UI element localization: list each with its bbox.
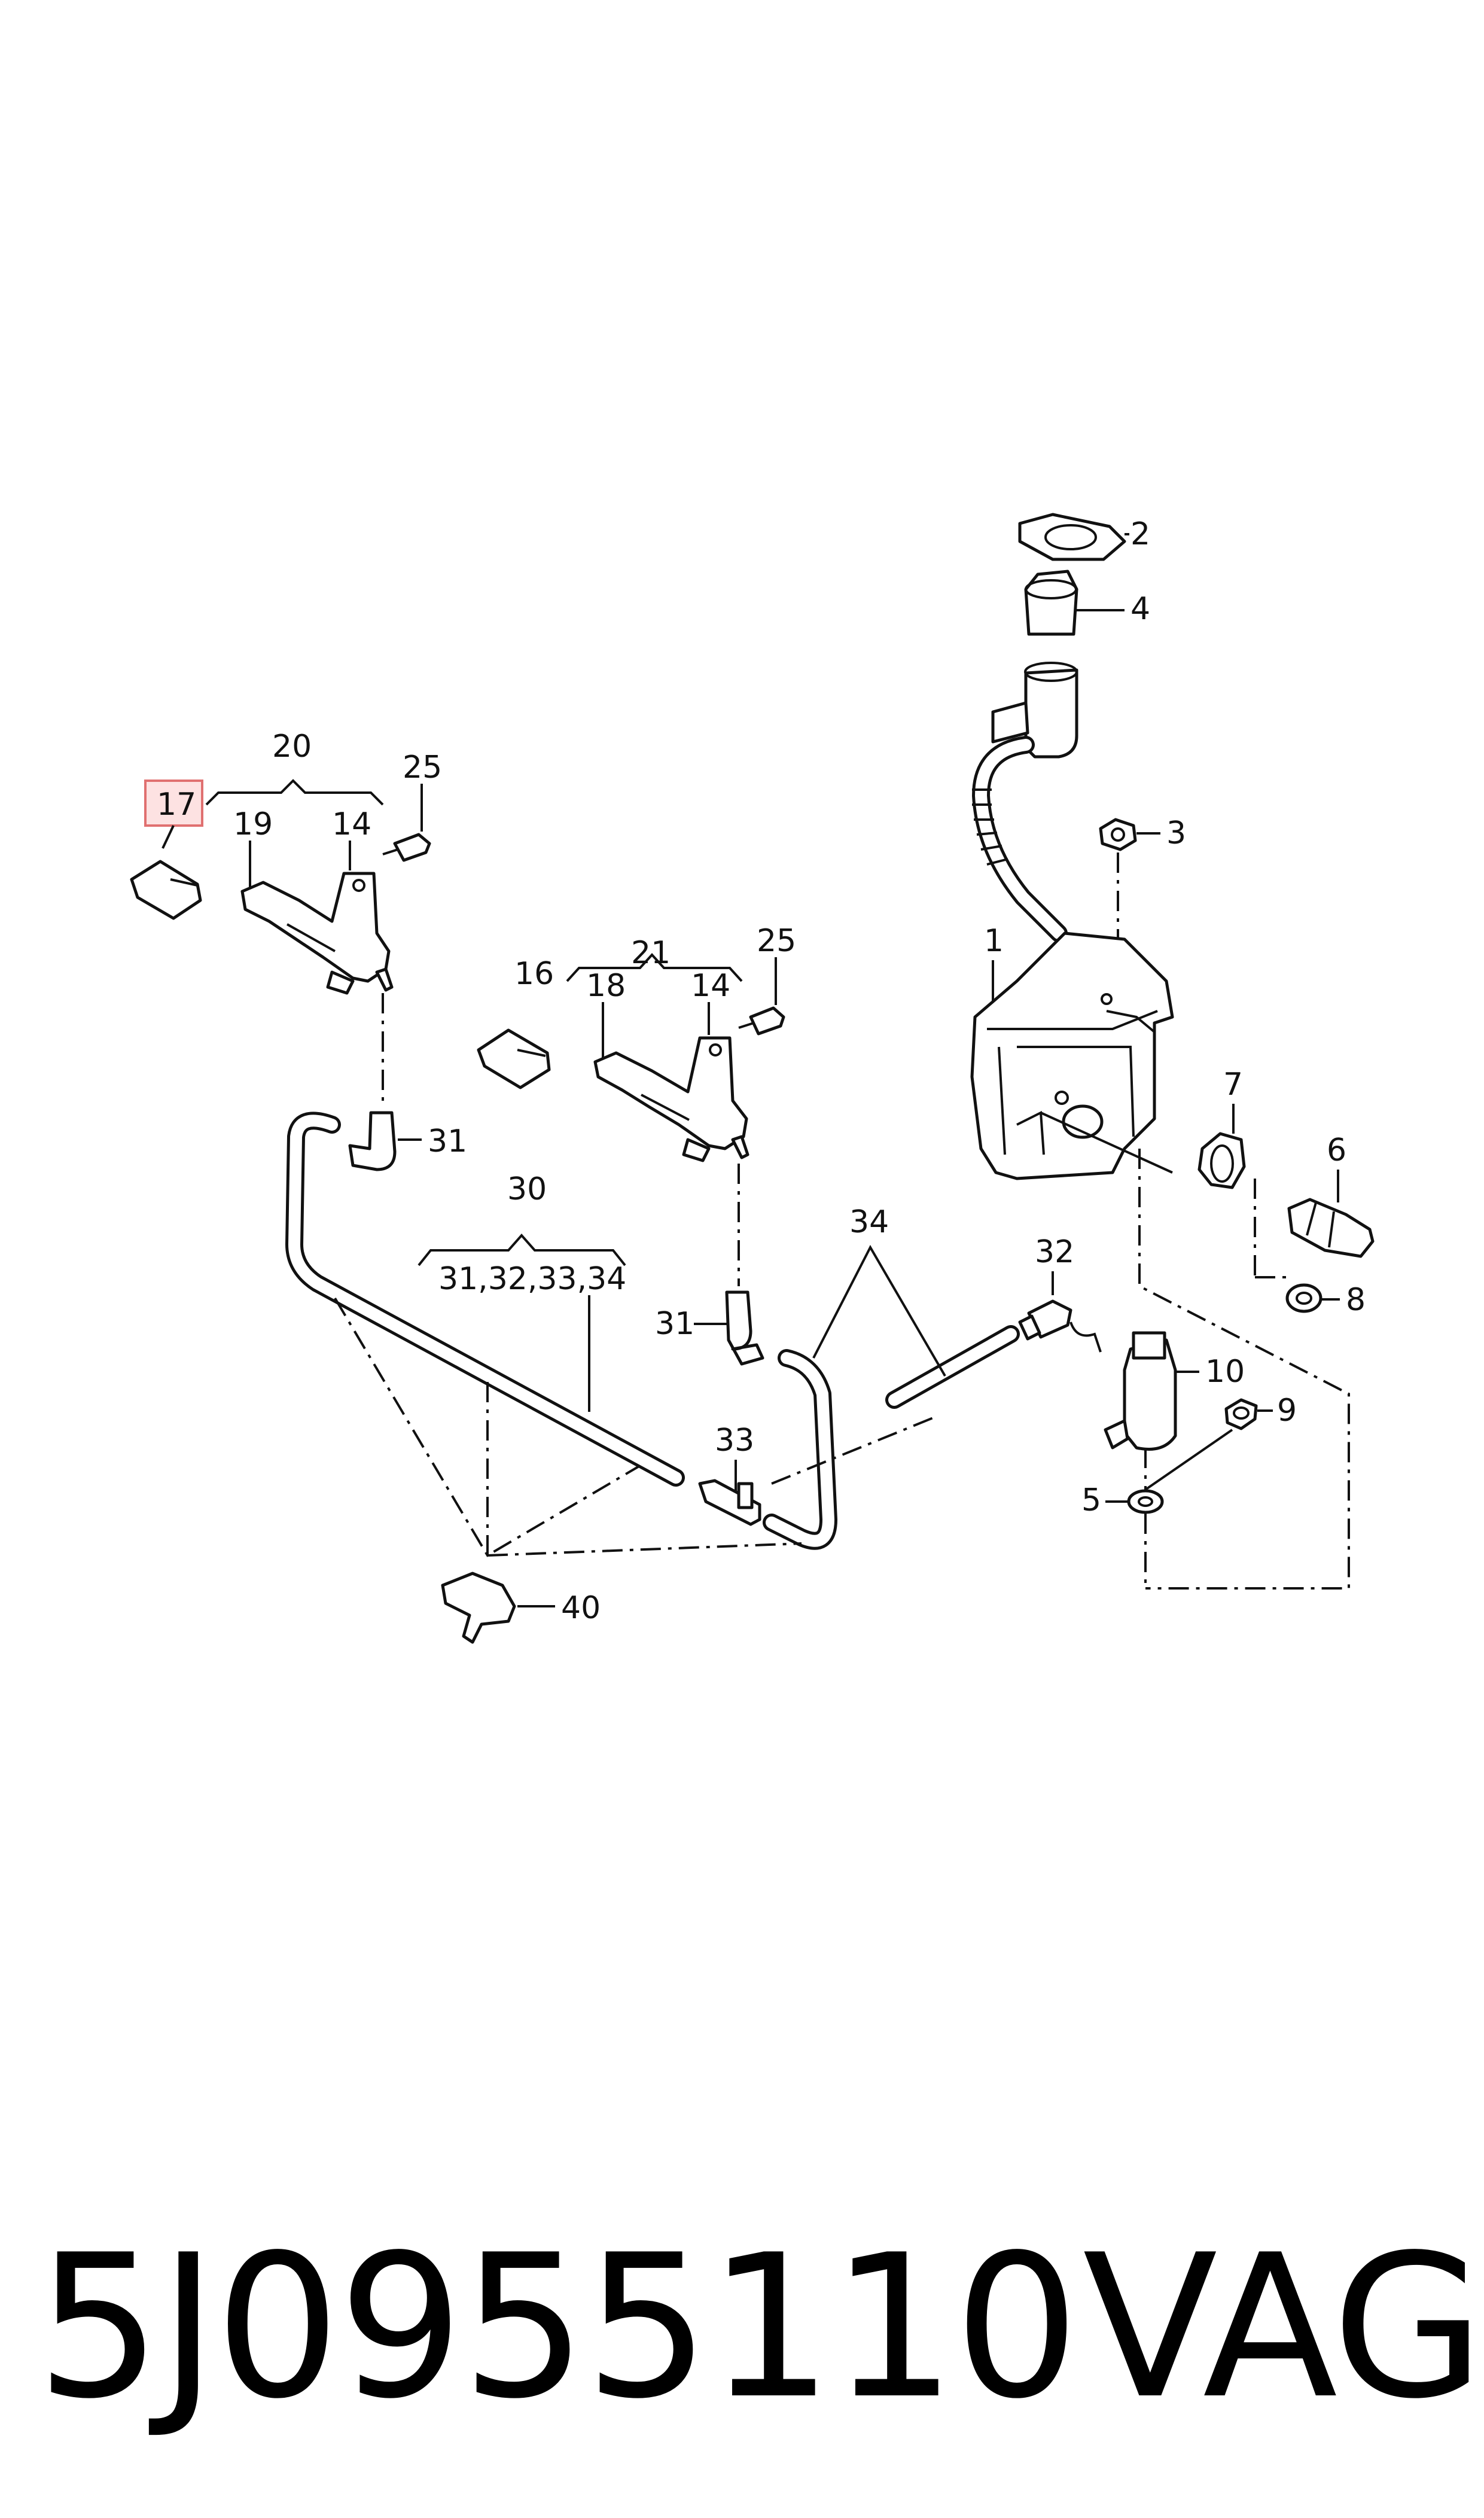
callout-31-right: 31 <box>655 1306 694 1342</box>
footer: 5J0955110 VAG <box>36 2212 1484 2442</box>
screw-25-left <box>393 833 431 862</box>
reservoir-assembly: 2 4 3 1 <box>970 513 1375 1590</box>
part-number: 5J0955110 <box>36 2212 1080 2442</box>
grommet-9 <box>1224 1398 1258 1430</box>
washer-ring-5 <box>1127 1489 1164 1514</box>
callout-25-left: 25 <box>403 750 442 785</box>
nozzle-cap-16 <box>477 1028 551 1089</box>
t-piece-33 <box>698 1479 761 1526</box>
callout-14-right: 14 <box>691 968 730 1004</box>
callout-30: 30 <box>507 1171 547 1207</box>
hose-elbow-31-left <box>348 1111 397 1171</box>
callout-32: 32 <box>1035 1234 1074 1270</box>
callout-10: 10 <box>1205 1354 1245 1390</box>
callout-16: 16 <box>514 956 554 992</box>
washer-nozzle-left <box>240 872 391 983</box>
brand-name: VAG <box>1083 2212 1484 2442</box>
washer-reservoir-1 <box>970 931 1174 1180</box>
callout-18: 18 <box>586 968 626 1004</box>
callout-1: 1 <box>984 923 1004 959</box>
callout-17[interactable]: 17 <box>157 787 196 823</box>
screw-25-right <box>749 1006 785 1036</box>
callout-8: 8 <box>1346 1282 1366 1318</box>
callout-14-left: 14 <box>332 806 371 842</box>
callout-19: 19 <box>233 806 273 842</box>
callout-3: 3 <box>1166 815 1186 851</box>
callout-40: 40 <box>561 1590 601 1626</box>
callout-6: 6 <box>1327 1132 1346 1168</box>
filler-neck <box>1024 668 1078 759</box>
callout-4: 4 <box>1130 591 1150 627</box>
callout-17-highlight[interactable] <box>144 780 203 827</box>
callout-33: 33 <box>715 1423 754 1459</box>
callout-31-left: 31 <box>428 1123 467 1159</box>
callout-34: 34 <box>849 1204 889 1240</box>
nozzle-assembly-right: 21 16 18 14 25 <box>477 923 796 1286</box>
callout-20: 20 <box>272 729 312 765</box>
grommet-7 <box>1197 1132 1246 1189</box>
callout-21: 21 <box>631 935 671 971</box>
callout-7: 7 <box>1223 1067 1243 1103</box>
washer-nozzle-right <box>593 1036 748 1150</box>
filler-cap-2 <box>1018 513 1126 561</box>
seal-ring-8 <box>1285 1283 1323 1313</box>
callout-5: 5 <box>1081 1482 1101 1518</box>
hose-elbow-31-right <box>725 1290 764 1366</box>
callout-2: 2 <box>1130 516 1150 552</box>
washer-pump-10 <box>1123 1338 1177 1451</box>
nozzle-assembly-left: 17 20 19 14 25 <box>130 729 442 1107</box>
clip-40: 40 <box>441 1572 601 1644</box>
hose-system: 31 30 31,32,33,34 31 33 34 32 <box>285 1111 1102 1557</box>
nozzle-cap-17 <box>130 860 202 920</box>
nut-3 <box>1099 818 1137 851</box>
callout-9: 9 <box>1277 1393 1297 1429</box>
callout-30-contents: 31,32,33,34 <box>438 1261 626 1297</box>
callout-25-right: 25 <box>757 923 796 959</box>
hose-clip-40 <box>441 1572 516 1644</box>
